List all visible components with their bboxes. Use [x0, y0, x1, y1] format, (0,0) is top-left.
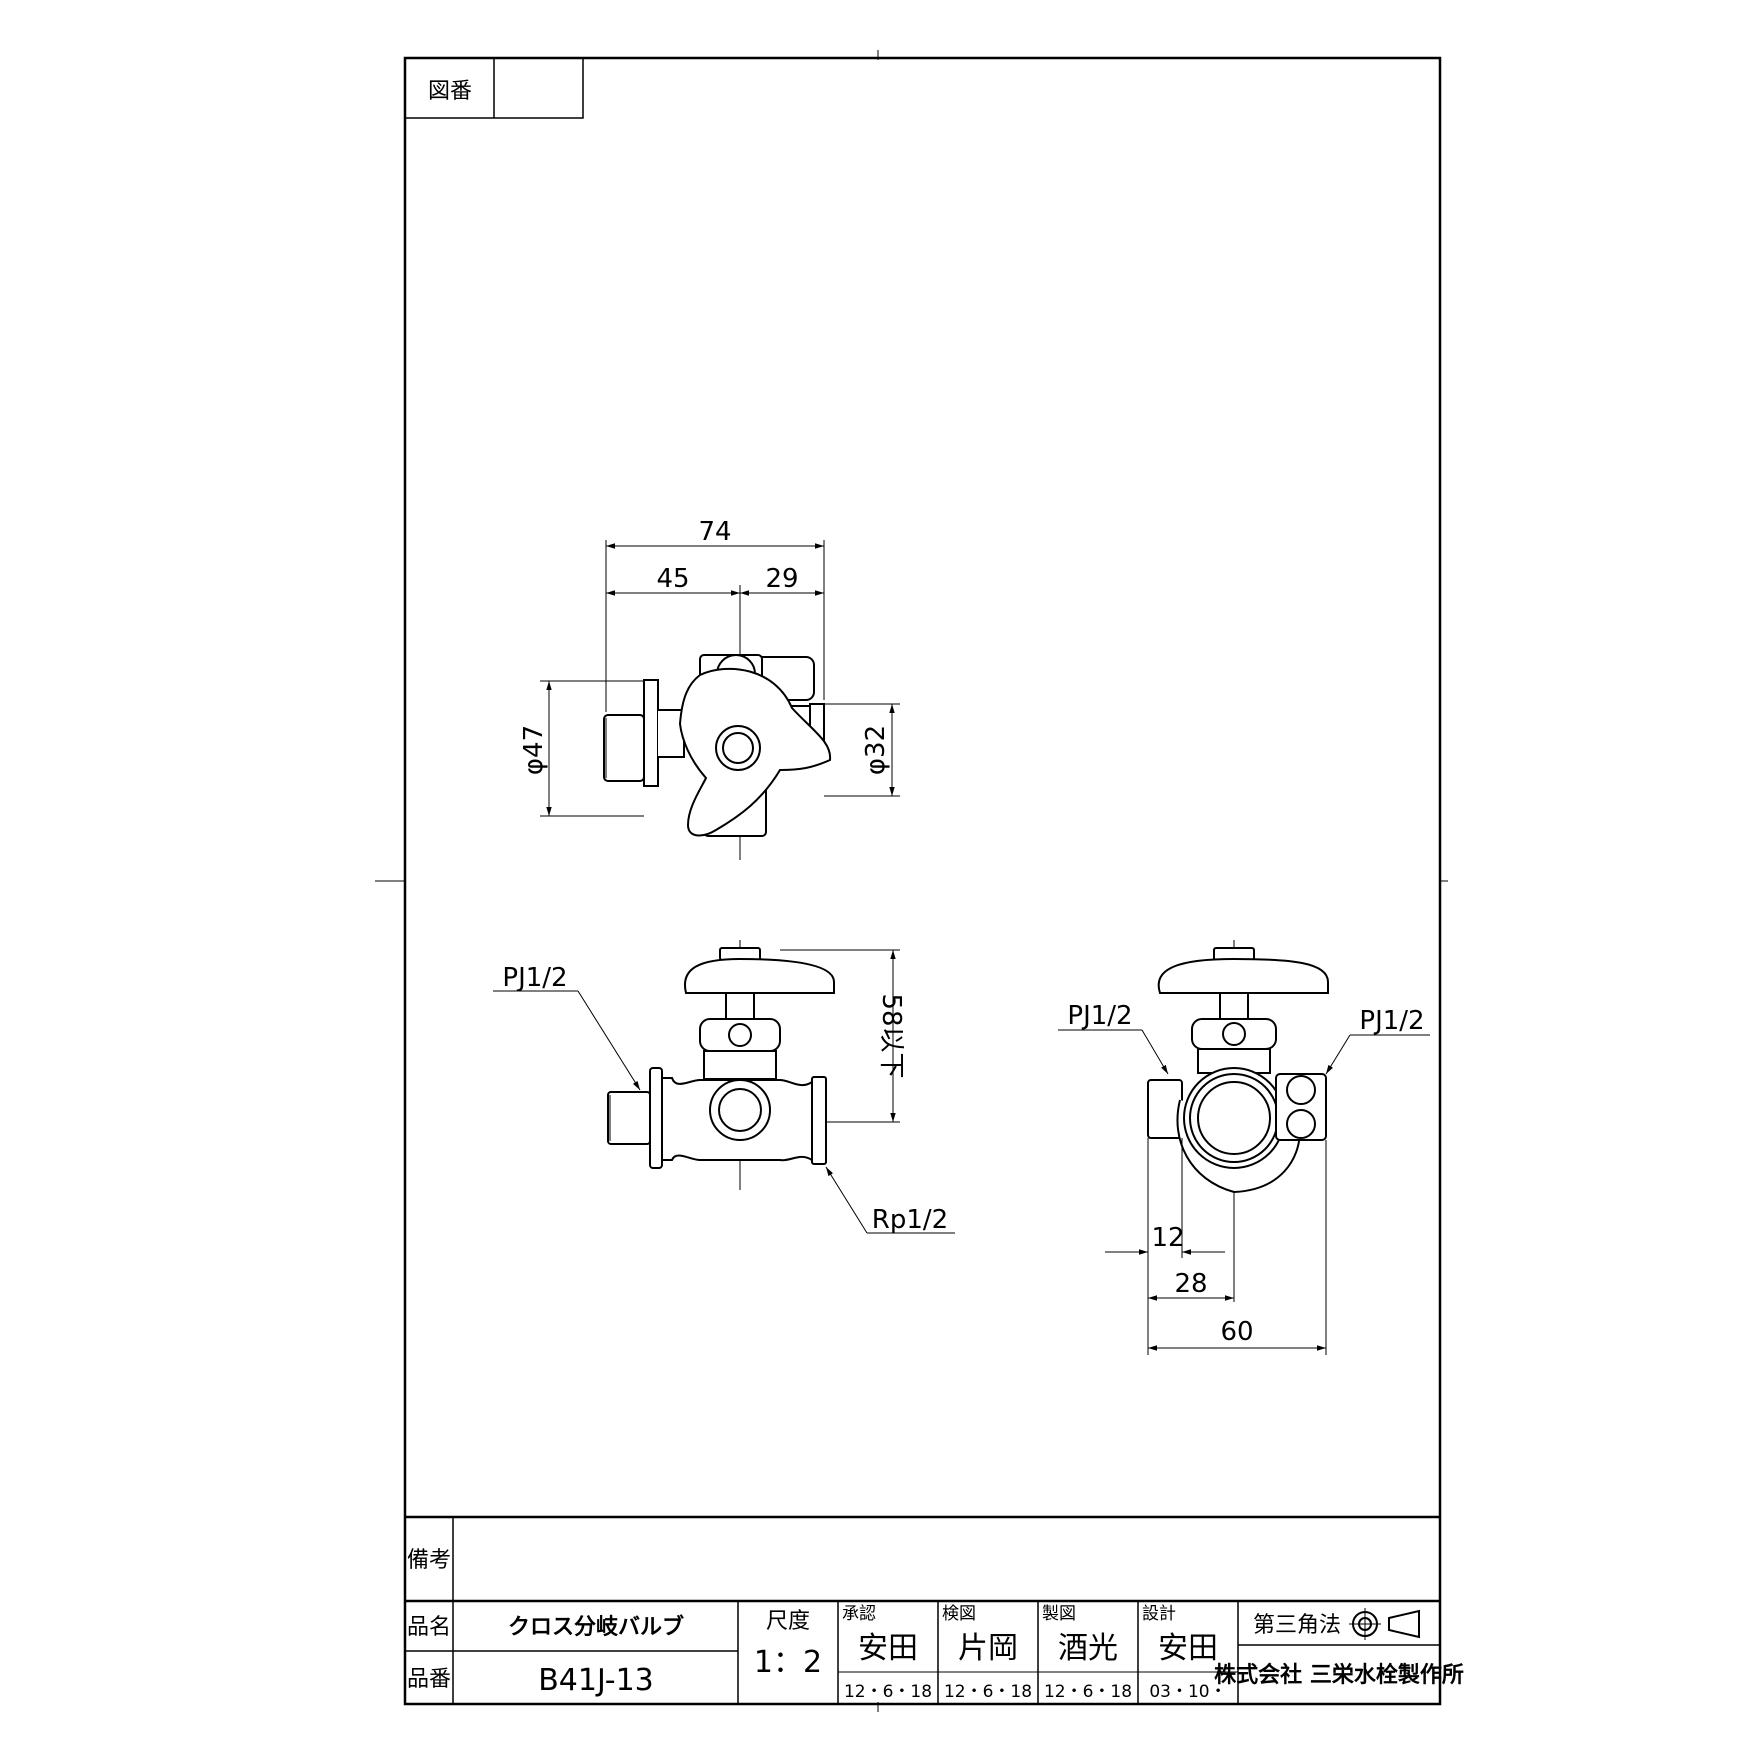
dim-right-part: 29: [765, 564, 798, 594]
sig-draw-date: 12・6・18: [1044, 1682, 1132, 1702]
third-angle-projection-icon: [1349, 1608, 1420, 1640]
top-view: [603, 585, 832, 860]
dim-side-28: 28: [1174, 1269, 1207, 1299]
product-name-label: 品名: [407, 1615, 451, 1640]
front-view-dimensions: [493, 949, 955, 1234]
sig-approve-role: 承認: [842, 1604, 876, 1624]
product-number-value: B41J-13: [538, 1663, 654, 1698]
dim-flange-dia: φ47: [519, 725, 549, 775]
dim-right-dia: φ32: [861, 725, 891, 775]
dim-left-part: 45: [656, 564, 689, 594]
company-name: 株式会社 三栄水栓製作所: [1214, 1662, 1464, 1688]
drawing-number-label: 図番: [428, 79, 472, 104]
top-view-dimensions: [540, 540, 900, 817]
callout-front-left: PJ1/2: [502, 963, 567, 993]
sig-design-date: 03・10・: [1149, 1682, 1226, 1702]
sig-approve-date: 12・6・18: [844, 1682, 932, 1702]
scale-label: 尺度: [766, 1609, 810, 1634]
front-view: [607, 940, 835, 1190]
product-number-label: 品番: [407, 1667, 451, 1692]
drawing-frame: [375, 50, 1448, 1712]
drawing-number-box: 図番: [404, 57, 584, 119]
dim-height: 58以下: [876, 993, 906, 1078]
product-name-value: クロス分岐バルブ: [508, 1614, 684, 1640]
sig-approve-name: 安田: [858, 1631, 918, 1666]
callout-front-bottom: Rp1/2: [872, 1205, 948, 1235]
sig-check-name: 片岡: [958, 1631, 1018, 1666]
callout-side-left: PJ1/2: [1067, 1001, 1132, 1031]
sig-design-role: 設計: [1142, 1604, 1176, 1624]
side-view: [1147, 940, 1329, 1255]
callout-side-right: PJ1/2: [1359, 1006, 1424, 1036]
dim-total-width: 74: [698, 517, 731, 547]
side-view-dimensions: [1058, 1029, 1430, 1355]
remarks-label: 備考: [407, 1548, 451, 1573]
sig-check-date: 12・6・18: [944, 1682, 1032, 1702]
scale-value: 1：2: [754, 1645, 822, 1680]
sig-draw-role: 製図: [1042, 1604, 1076, 1624]
dim-side-12: 12: [1151, 1223, 1184, 1253]
projection-method: 第三角法: [1253, 1613, 1341, 1638]
dim-side-60: 60: [1220, 1317, 1253, 1347]
sig-draw-name: 酒光: [1058, 1631, 1118, 1666]
sig-design-name: 安田: [1158, 1631, 1218, 1666]
sig-check-role: 検図: [942, 1604, 976, 1624]
title-block: [405, 1515, 1440, 1704]
